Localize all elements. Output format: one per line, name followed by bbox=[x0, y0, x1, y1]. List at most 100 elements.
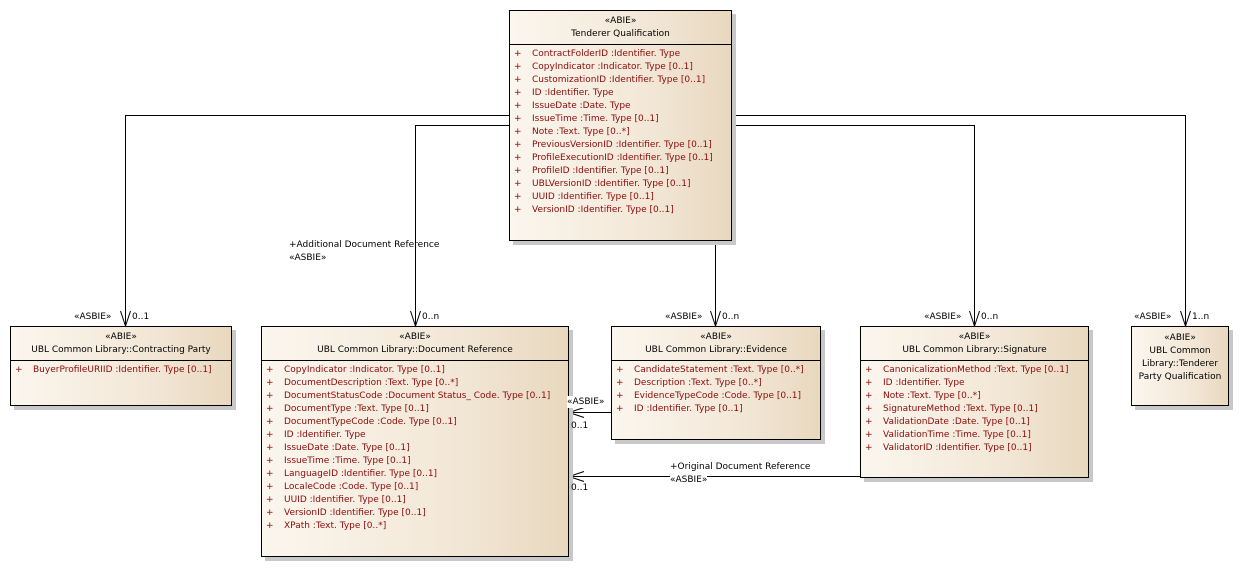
attribute-text: CustomizationID :Identifier. Type [0..1] bbox=[532, 75, 706, 85]
class-header: «ABIE» UBL Common Library::Evidence bbox=[612, 327, 820, 361]
attribute-text: UUID :Identifier. Type [0..1] bbox=[284, 495, 406, 505]
attribute-row[interactable]: +ValidationTime :Time. Type [0..1] bbox=[865, 429, 1088, 442]
attribute-text: PreviousVersionID :Identifier. Type [0..… bbox=[532, 140, 712, 150]
attribute-row[interactable]: +CustomizationID :Identifier. Type [0..1… bbox=[514, 74, 731, 87]
attribute-text: ContractFolderID :Identifier. Type bbox=[532, 49, 681, 59]
attribute-row[interactable]: +ProfileID :Identifier. Type [0..1] bbox=[514, 165, 731, 178]
visibility-public-icon: + bbox=[514, 62, 522, 72]
connector-stereotype-label: «ASBIE» bbox=[924, 312, 962, 322]
attribute-row[interactable]: +VersionID :Identifier. Type [0..1] bbox=[266, 507, 568, 520]
attribute-text: UBLVersionID :Identifier. Type [0..1] bbox=[532, 179, 691, 189]
attribute-row[interactable]: +UUID :Identifier. Type [0..1] bbox=[514, 191, 731, 204]
visibility-public-icon: + bbox=[266, 365, 274, 375]
visibility-public-icon: + bbox=[865, 391, 873, 401]
visibility-public-icon: + bbox=[266, 404, 274, 414]
visibility-public-icon: + bbox=[514, 101, 522, 111]
attribute-row[interactable]: + PreviousVersionID :Identifier. Type [0.… bbox=[514, 139, 731, 152]
connector-contracting-party[interactable] bbox=[125, 115, 510, 327]
visibility-public-icon: + bbox=[514, 140, 522, 150]
attribute-row[interactable]: +ID :Identifier. Type bbox=[865, 377, 1088, 390]
attribute-row[interactable]: +SignatureMethod :Text. Type [0..1] bbox=[865, 403, 1088, 416]
connector-stereotype-label: «ASBIE» bbox=[1134, 312, 1172, 322]
attribute-text: DocumentStatusCode :Document Status_ Cod… bbox=[284, 391, 551, 401]
attribute-row[interactable]: +Description :Text. Type [0..*] bbox=[616, 377, 820, 390]
attribute-row[interactable]: +CanonicalizationMethod :Text. Type [0..… bbox=[865, 364, 1088, 377]
multiplicity-label: 0..n bbox=[981, 312, 999, 322]
connector-stereotype-label: «ASBIE» bbox=[289, 253, 327, 263]
attribute-row[interactable]: +DocumentDescription :Text. Type [0..*] bbox=[266, 377, 568, 390]
attribute-text: LocaleCode :Code. Type [0..1] bbox=[284, 482, 419, 492]
attribute-text: ID :Identifier. Type bbox=[284, 430, 366, 440]
class-name: UBL Common Library::Signature bbox=[902, 345, 1047, 355]
class-document-reference[interactable]: «ABIE» UBL Common Library::Document Refe… bbox=[261, 326, 569, 557]
stereotype: «ABIE» bbox=[1164, 333, 1196, 343]
class-contracting-party[interactable]: «ABIE» UBL Common Library::Contracting P… bbox=[10, 326, 232, 406]
attribute-row[interactable]: +ValidatorID :Identifier. Type [0..1] bbox=[865, 442, 1088, 455]
attribute-row[interactable]: +XPath :Text. Type [0..*] bbox=[266, 520, 568, 533]
attribute-row[interactable]: + DocumentTypeCode :Code. Type [0..1] bbox=[266, 416, 568, 429]
stereotype: «ABIE» bbox=[105, 332, 137, 342]
visibility-public-icon: + bbox=[266, 469, 274, 479]
attribute-row[interactable]: +IssueTime :Time. Type [0..1] bbox=[266, 455, 568, 468]
class-signature[interactable]: «ABIE» UBL Common Library::Signature +Ca… bbox=[860, 326, 1089, 478]
attribute-text: IssueDate :Date. Type bbox=[532, 101, 631, 111]
attribute-row[interactable]: +ID :Identifier. Type [0..1] bbox=[616, 403, 820, 416]
attribute-row[interactable]: + UUID :Identifier. Type [0..1] bbox=[266, 494, 568, 507]
multiplicity-label: 0..n bbox=[722, 312, 740, 322]
class-tenderer-party-qualification[interactable]: «ABIE» UBL Common Library::Tenderer Part… bbox=[1131, 326, 1229, 406]
attribute-row[interactable]: +CopyIndicator :Indicator. Type [0..1] bbox=[266, 364, 568, 377]
class-header: «ABIE» Tenderer Qualification bbox=[510, 11, 731, 45]
class-name-line-1: UBL Common bbox=[1149, 346, 1211, 356]
attribute-text: CopyIndicator :Indicator. Type [0..1] bbox=[532, 62, 693, 72]
attribute-row[interactable]: + Note :Text. Type [0..*] bbox=[865, 390, 1088, 403]
attribute-row[interactable]: +IssueTime :Time. Type [0..1] bbox=[514, 113, 731, 126]
attribute-row[interactable]: +Note :Text. Type [0..*] bbox=[514, 126, 731, 139]
attribute-text: LanguageID :Identifier. Type [0..1] bbox=[284, 469, 438, 479]
attribute-row[interactable]: + IssueDate :Date. Type bbox=[514, 100, 731, 113]
visibility-public-icon: + bbox=[266, 417, 274, 427]
attribute-list: +ContractFolderID :Identifier. Type+Copy… bbox=[510, 45, 731, 217]
attribute-row[interactable]: +UBLVersionID :Identifier. Type [0..1] bbox=[514, 178, 731, 191]
visibility-public-icon: + bbox=[514, 88, 522, 98]
attribute-row[interactable]: +ProfileExecutionID :Identifier. Type [0… bbox=[514, 152, 731, 165]
attribute-row[interactable]: +IssueDate :Date. Type [0..1] bbox=[266, 442, 568, 455]
attribute-text: Note :Text. Type [0..*] bbox=[883, 391, 981, 401]
attribute-row[interactable]: +BuyerProfileURIID :Identifier. Type [0.… bbox=[15, 364, 231, 377]
attribute-text: Note :Text. Type [0..*] bbox=[532, 127, 630, 137]
attribute-text: ID :Identifier. Type bbox=[883, 378, 965, 388]
attribute-text: DocumentTypeCode :Code. Type [0..1] bbox=[284, 417, 457, 427]
attribute-text: ValidationTime :Time. Type [0..1] bbox=[883, 430, 1031, 440]
attribute-text: IssueTime :Time. Type [0..1] bbox=[284, 456, 411, 466]
class-tenderer-qualification[interactable]: «ABIE» Tenderer Qualification +ContractF… bbox=[509, 10, 732, 241]
attribute-row[interactable]: +ID :Identifier. Type bbox=[266, 429, 568, 442]
class-header: «ABIE» UBL Common Library::Tenderer Part… bbox=[1132, 327, 1228, 387]
class-evidence[interactable]: «ABIE» UBL Common Library::Evidence +Can… bbox=[611, 326, 821, 440]
attribute-text: SignatureMethod :Text. Type [0..1] bbox=[883, 404, 1038, 414]
visibility-public-icon: + bbox=[514, 192, 522, 202]
multiplicity-label: 0..1 bbox=[571, 483, 589, 493]
visibility-public-icon: + bbox=[514, 153, 522, 163]
connector-document-reference[interactable] bbox=[415, 125, 510, 327]
multiplicity-label: 0..1 bbox=[571, 421, 589, 431]
class-header: «ABIE» UBL Common Library::Contracting P… bbox=[11, 327, 231, 361]
attribute-row[interactable]: +LocaleCode :Code. Type [0..1] bbox=[266, 481, 568, 494]
class-name: UBL Common Library::Evidence bbox=[645, 345, 787, 355]
attribute-row[interactable]: + CopyIndicator :Indicator. Type [0..1] bbox=[514, 61, 731, 74]
attribute-text: ValidatorID :Identifier. Type [0..1] bbox=[883, 443, 1032, 453]
visibility-public-icon: + bbox=[865, 365, 873, 375]
attribute-row[interactable]: + LanguageID :Identifier. Type [0..1] bbox=[266, 468, 568, 481]
attribute-row[interactable]: +CandidateStatement :Text. Type [0..*] bbox=[616, 364, 820, 377]
attribute-row[interactable]: +DocumentType :Text. Type [0..1] bbox=[266, 403, 568, 416]
visibility-public-icon: + bbox=[266, 495, 274, 505]
connector-signature[interactable] bbox=[731, 125, 975, 327]
connector-stereotype-label: «ASBIE» bbox=[665, 312, 703, 322]
arrowhead-icon bbox=[567, 407, 585, 418]
attribute-row[interactable]: +VersionID :Identifier. Type [0..1] bbox=[514, 204, 731, 217]
connector-tenderer-party-qualification[interactable] bbox=[731, 115, 1186, 327]
attribute-row[interactable]: +EvidenceTypeCode :Code. Type [0..1] bbox=[616, 390, 820, 403]
attribute-row[interactable]: +ContractFolderID :Identifier. Type bbox=[514, 48, 731, 61]
attribute-text: BuyerProfileURIID :Identifier. Type [0..… bbox=[33, 365, 212, 375]
attribute-row[interactable]: +DocumentStatusCode :Document Status_ Co… bbox=[266, 390, 568, 403]
attribute-row[interactable]: +ValidationDate :Date. Type [0..1] bbox=[865, 416, 1088, 429]
attribute-row[interactable]: +ID :Identifier. Type bbox=[514, 87, 731, 100]
